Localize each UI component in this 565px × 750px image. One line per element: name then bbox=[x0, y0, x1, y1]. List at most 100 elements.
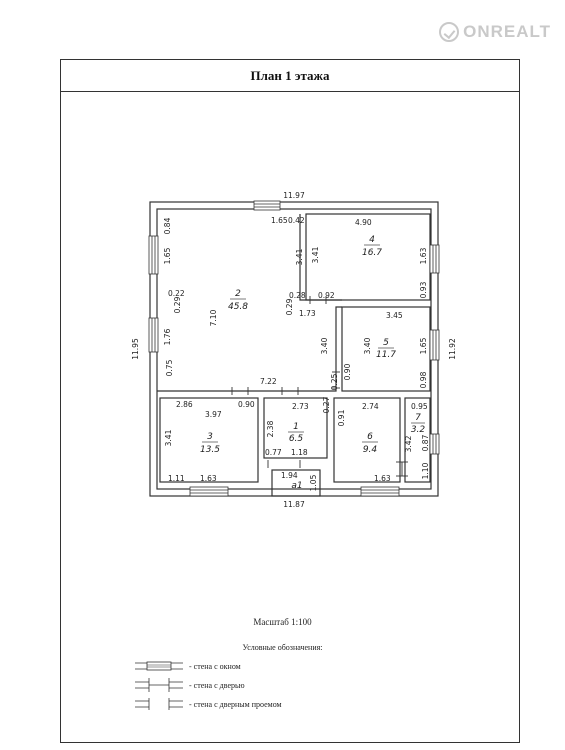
window-right-1 bbox=[429, 244, 440, 274]
room-number: 2 bbox=[235, 289, 241, 299]
dim-label: 2.86 bbox=[176, 400, 193, 409]
dim-label: 1.63 bbox=[200, 474, 217, 483]
dim-label: 0.90 bbox=[343, 363, 352, 380]
dim-label: 2.73 bbox=[292, 402, 309, 411]
room-2-right-partition bbox=[299, 214, 342, 301]
room-3-outline bbox=[159, 397, 259, 483]
room-area: 3.2 bbox=[411, 425, 426, 435]
porch-outline bbox=[271, 469, 321, 497]
dim-label: 0.22 bbox=[168, 289, 185, 298]
room-6-label: 6 9.4 bbox=[362, 432, 378, 455]
wall-with-window-icon bbox=[135, 661, 183, 671]
window-top bbox=[253, 200, 281, 211]
window-right-3 bbox=[429, 433, 440, 455]
room-area: 45.8 bbox=[228, 302, 248, 312]
watermark-text: ONREALT bbox=[463, 22, 551, 41]
window-bottom-2 bbox=[360, 486, 400, 497]
dim-label: 1.76 bbox=[163, 328, 172, 345]
window-left-2 bbox=[148, 317, 159, 353]
watermark-logo-icon bbox=[439, 22, 460, 42]
room-area: 11.7 bbox=[376, 350, 396, 360]
dim-label: 3.41 bbox=[164, 429, 173, 446]
room-number: 6 bbox=[367, 432, 373, 442]
dim-label: 0.75 bbox=[165, 359, 174, 376]
dim-label: 3.41 bbox=[295, 248, 304, 265]
window-right-2 bbox=[429, 329, 440, 361]
dim-overall-right: 11.92 bbox=[448, 338, 457, 360]
dim-label: 0.95 bbox=[411, 402, 428, 411]
dim-label: 1.05 bbox=[309, 474, 318, 491]
dim-label: 2.38 bbox=[266, 420, 275, 437]
legend-item-doorway: - стена с дверным проемом bbox=[135, 697, 282, 711]
room-number: 7 bbox=[415, 413, 421, 423]
window-bottom-1 bbox=[189, 486, 229, 497]
room-2-partition bbox=[157, 306, 342, 392]
dim-label: 0.93 bbox=[419, 281, 428, 298]
dim-label: 3.45 bbox=[386, 311, 403, 320]
dim-label: 0.27 bbox=[322, 396, 331, 413]
drawing-frame: План 1 этажа bbox=[60, 59, 520, 743]
room-3-label: 3 13.5 bbox=[200, 432, 220, 455]
page-title: План 1 этажа bbox=[250, 68, 330, 83]
door-r2-r5 bbox=[332, 371, 340, 389]
room-area: 6.5 bbox=[289, 434, 304, 444]
dim-label: 0.92 bbox=[318, 291, 335, 300]
room-area: 13.5 bbox=[200, 445, 220, 455]
dim-label: 2.74 bbox=[362, 402, 379, 411]
dim-label: 1.18 bbox=[291, 448, 308, 457]
dim-label: 1.10 bbox=[421, 462, 430, 479]
dim-label: 0.87 bbox=[421, 434, 430, 451]
room-area: 16.7 bbox=[362, 248, 382, 258]
legend-label: - стена с дверным проемом bbox=[189, 699, 282, 709]
dim-label: 7.10 bbox=[209, 309, 218, 326]
dim-label: 1.65 bbox=[163, 247, 172, 264]
watermark: ONREALT bbox=[439, 22, 551, 42]
dim-label: 0.42 bbox=[288, 216, 305, 225]
room-7-label: 7 3.2 bbox=[411, 413, 426, 435]
dim-label: 0.91 bbox=[337, 409, 346, 426]
door-r1 bbox=[281, 387, 299, 395]
dim-label: 0.25 bbox=[330, 373, 339, 390]
dim-label: 1.94 bbox=[281, 471, 298, 480]
dim-label: 4.90 bbox=[355, 218, 372, 227]
legend-label: - стена с окном bbox=[189, 661, 241, 671]
outer-wall-inner bbox=[156, 208, 432, 490]
dim-label: 3.42 bbox=[404, 435, 413, 452]
legend-item-window: - стена с окном bbox=[135, 659, 241, 673]
room-1-label: 1 6.5 bbox=[288, 422, 304, 444]
legend-item-door: - стена с дверью bbox=[135, 678, 245, 692]
dim-label: 1.63 bbox=[419, 247, 428, 264]
dim-label: 3.40 bbox=[363, 337, 372, 354]
dim-overall-top: 11.97 bbox=[283, 191, 305, 200]
dim-label: 0.84 bbox=[163, 217, 172, 234]
room-2-label: 2 45.8 bbox=[228, 289, 248, 312]
dim-label: 1.11 bbox=[168, 474, 185, 483]
dim-label: 0.98 bbox=[419, 371, 428, 388]
door-r2-r3 bbox=[231, 387, 249, 395]
wall-with-doorway-icon bbox=[135, 698, 183, 710]
dim-label: 3.97 bbox=[205, 410, 222, 419]
dim-label: 0.28 bbox=[289, 291, 306, 300]
wall-with-door-icon bbox=[135, 678, 183, 692]
room-number: 3 bbox=[207, 432, 213, 442]
dim-label: 3.40 bbox=[320, 337, 329, 354]
room-number: 4 bbox=[369, 235, 375, 245]
dim-label: 0.29 bbox=[285, 298, 294, 315]
dim-label: 0.77 bbox=[265, 448, 282, 457]
room-6-outline bbox=[333, 397, 401, 483]
door-entry bbox=[267, 460, 301, 468]
door-r2-r4 bbox=[309, 296, 327, 304]
porch-label: а1 bbox=[291, 481, 302, 491]
room-number: 5 bbox=[383, 338, 389, 348]
title-bar: План 1 этажа bbox=[61, 60, 519, 92]
scale-label: Масштаб 1:100 bbox=[253, 617, 312, 627]
dim-overall-left: 11.95 bbox=[131, 338, 140, 360]
room-area: 9.4 bbox=[363, 445, 378, 455]
dim-label: 1.65 bbox=[271, 216, 288, 225]
room-4-label: 4 16.7 bbox=[362, 235, 382, 258]
room-1-outline bbox=[263, 397, 328, 459]
dim-label: 1.73 bbox=[299, 309, 316, 318]
dim-label: 1.65 bbox=[419, 337, 428, 354]
room-number: 1 bbox=[293, 422, 299, 432]
